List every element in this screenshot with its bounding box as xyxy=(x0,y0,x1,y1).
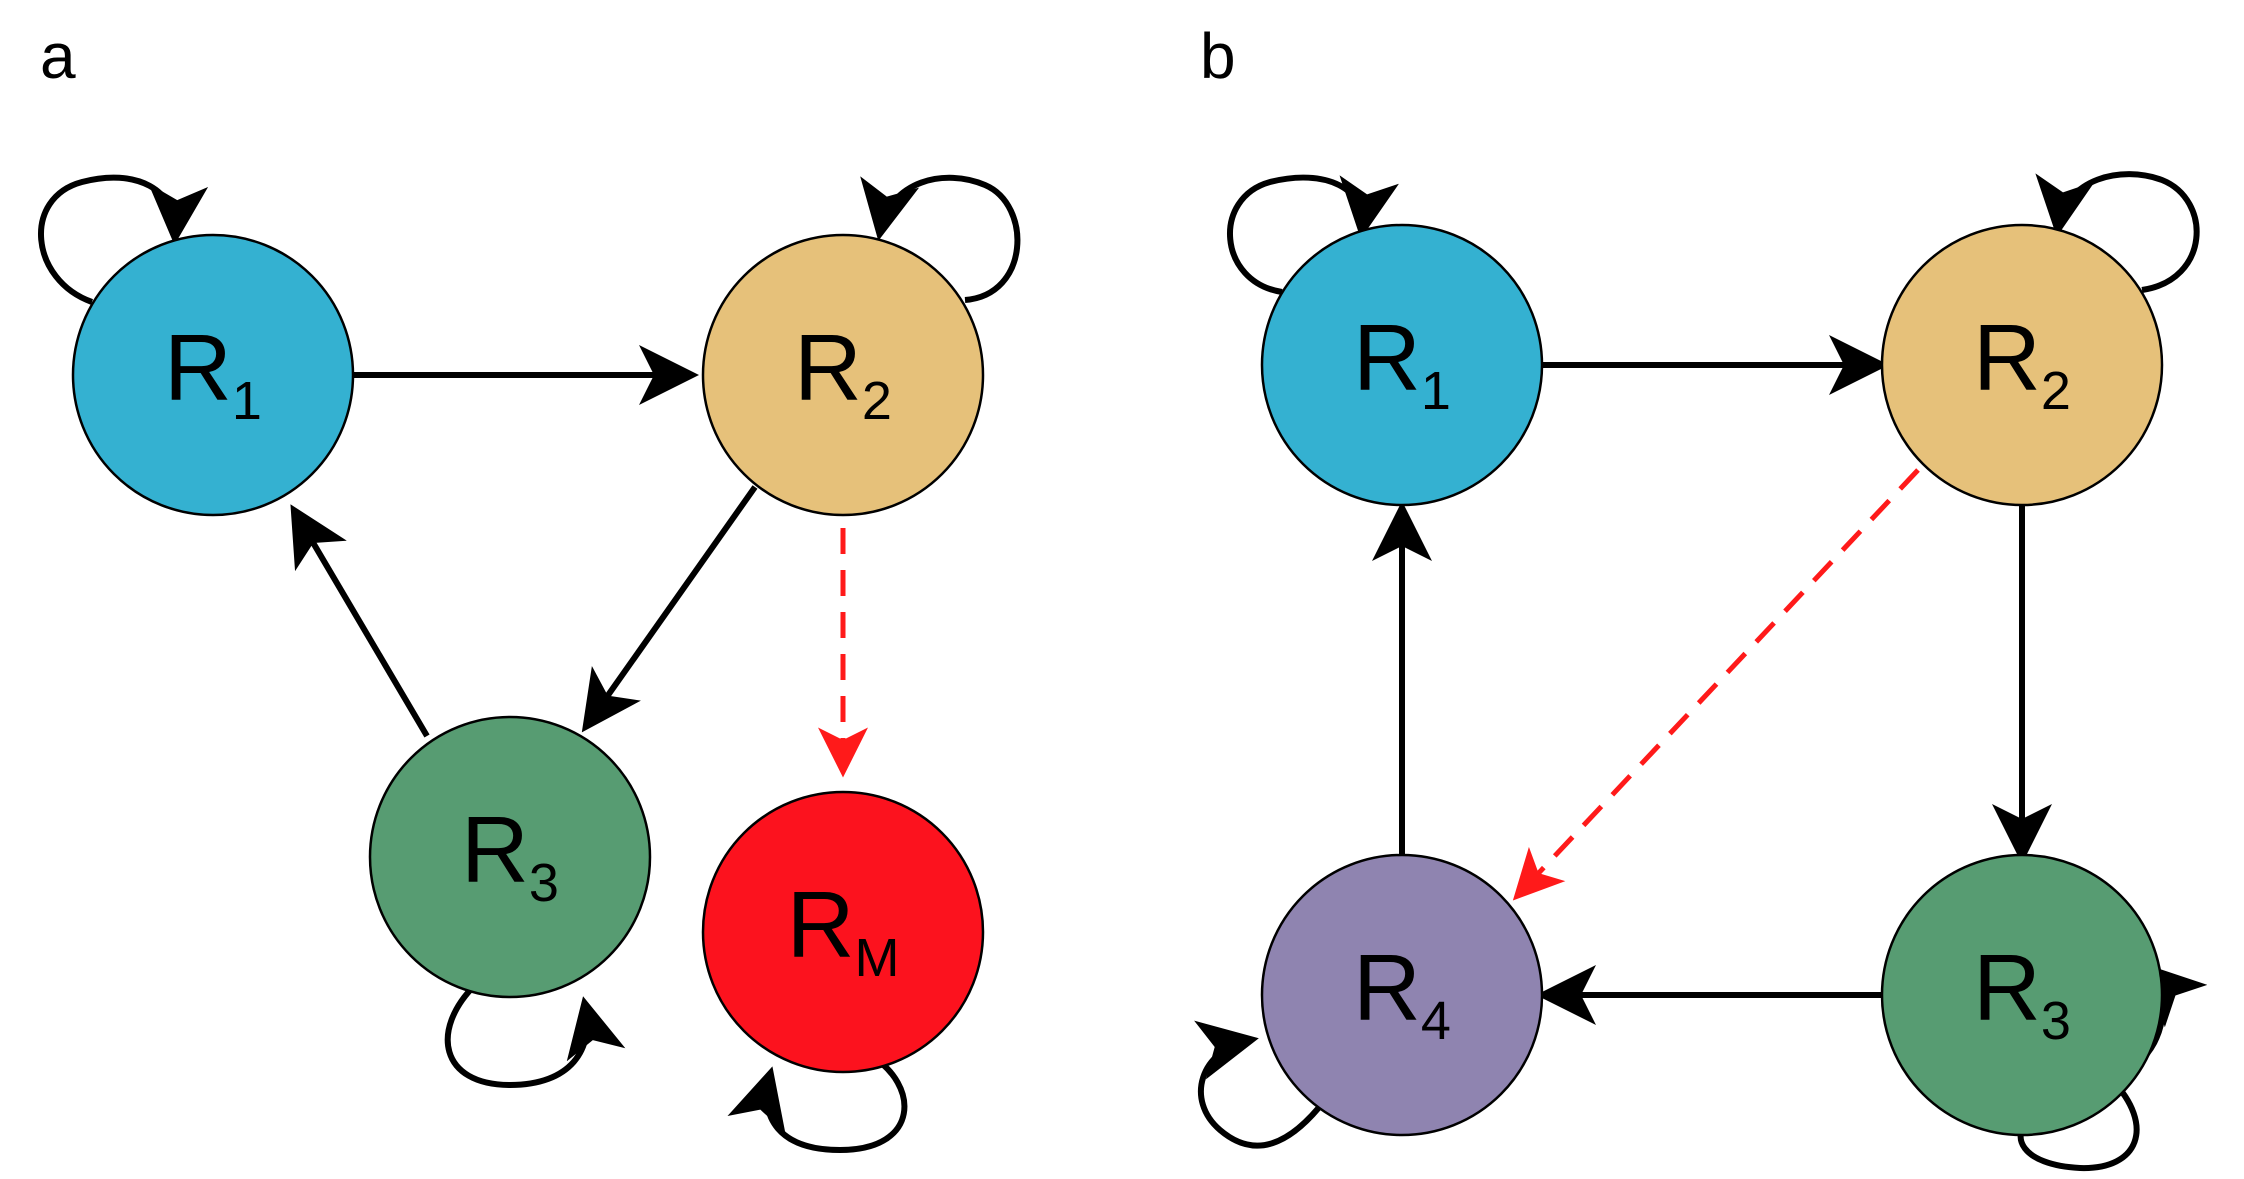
self-loop-a-r2 xyxy=(860,174,1021,303)
node-b-r1[interactable]: R1 xyxy=(1260,223,1544,507)
node-b-r1-letter: R xyxy=(1353,305,1421,410)
node-b-r3-letter: R xyxy=(1973,935,2041,1040)
node-a-r2-letter: R xyxy=(794,315,862,420)
svg-text:R2: R2 xyxy=(1973,305,2071,421)
panel-b: b R1 R2 xyxy=(1194,20,2208,1172)
node-a-r1[interactable]: R1 xyxy=(71,233,355,517)
node-b-r4[interactable]: R4 xyxy=(1260,853,1544,1137)
edge-a-r3-r1 xyxy=(290,504,430,738)
panel-a: a R1 R2 xyxy=(38,20,1021,1154)
node-b-r4-sub: 4 xyxy=(1421,991,1451,1051)
node-b-r4-letter: R xyxy=(1353,935,1421,1040)
svg-text:R2: R2 xyxy=(794,315,892,431)
panel-label-b: b xyxy=(1200,20,1236,92)
node-a-rm[interactable]: RM xyxy=(701,790,985,1074)
panel-b-self-loops xyxy=(1194,171,2208,1172)
svg-text:R3: R3 xyxy=(1973,935,2071,1051)
node-b-r1-sub: 1 xyxy=(1421,361,1451,421)
edge-a-r2-r3 xyxy=(581,485,758,733)
node-b-r2[interactable]: R2 xyxy=(1880,223,2164,507)
svg-text:R4: R4 xyxy=(1353,935,1451,1051)
self-loop-a-rm xyxy=(727,1052,908,1154)
node-a-r3-sub: 3 xyxy=(529,853,559,913)
node-b-r2-sub: 2 xyxy=(2041,361,2071,421)
self-loop-b-r3-path xyxy=(2017,1077,2140,1172)
svg-text:RM: RM xyxy=(787,872,900,988)
node-a-r1-letter: R xyxy=(164,315,232,420)
node-a-r2-sub: 2 xyxy=(862,371,892,431)
svg-text:R1: R1 xyxy=(164,315,262,431)
self-loop-a-r1 xyxy=(38,174,209,305)
self-loop-a-r3 xyxy=(444,982,626,1089)
node-a-rm-letter: R xyxy=(787,872,855,977)
panel-a-self-loops xyxy=(38,174,1021,1154)
node-a-r3-letter: R xyxy=(461,797,529,902)
node-a-r2[interactable]: R2 xyxy=(701,233,985,517)
svg-text:R1: R1 xyxy=(1353,305,1451,421)
node-a-r3[interactable]: R3 xyxy=(368,715,652,999)
node-a-rm-sub: M xyxy=(854,928,899,988)
panel-label-a: a xyxy=(40,20,76,92)
svg-text:R3: R3 xyxy=(461,797,559,913)
node-b-r3[interactable]: R3 xyxy=(1880,853,2164,1137)
node-b-r2-letter: R xyxy=(1973,305,2041,410)
self-loop-b-r2 xyxy=(2035,171,2200,293)
edge-b-r2-r4 xyxy=(1512,468,1920,901)
panel-a-edges xyxy=(290,345,868,778)
self-loop-b-r1 xyxy=(1227,174,1399,295)
node-b-r3-sub: 3 xyxy=(2041,991,2071,1051)
self-loop-b-r4 xyxy=(1194,1020,1328,1149)
node-a-r1-sub: 1 xyxy=(232,371,262,431)
panel-b-edges xyxy=(1372,335,2052,1025)
